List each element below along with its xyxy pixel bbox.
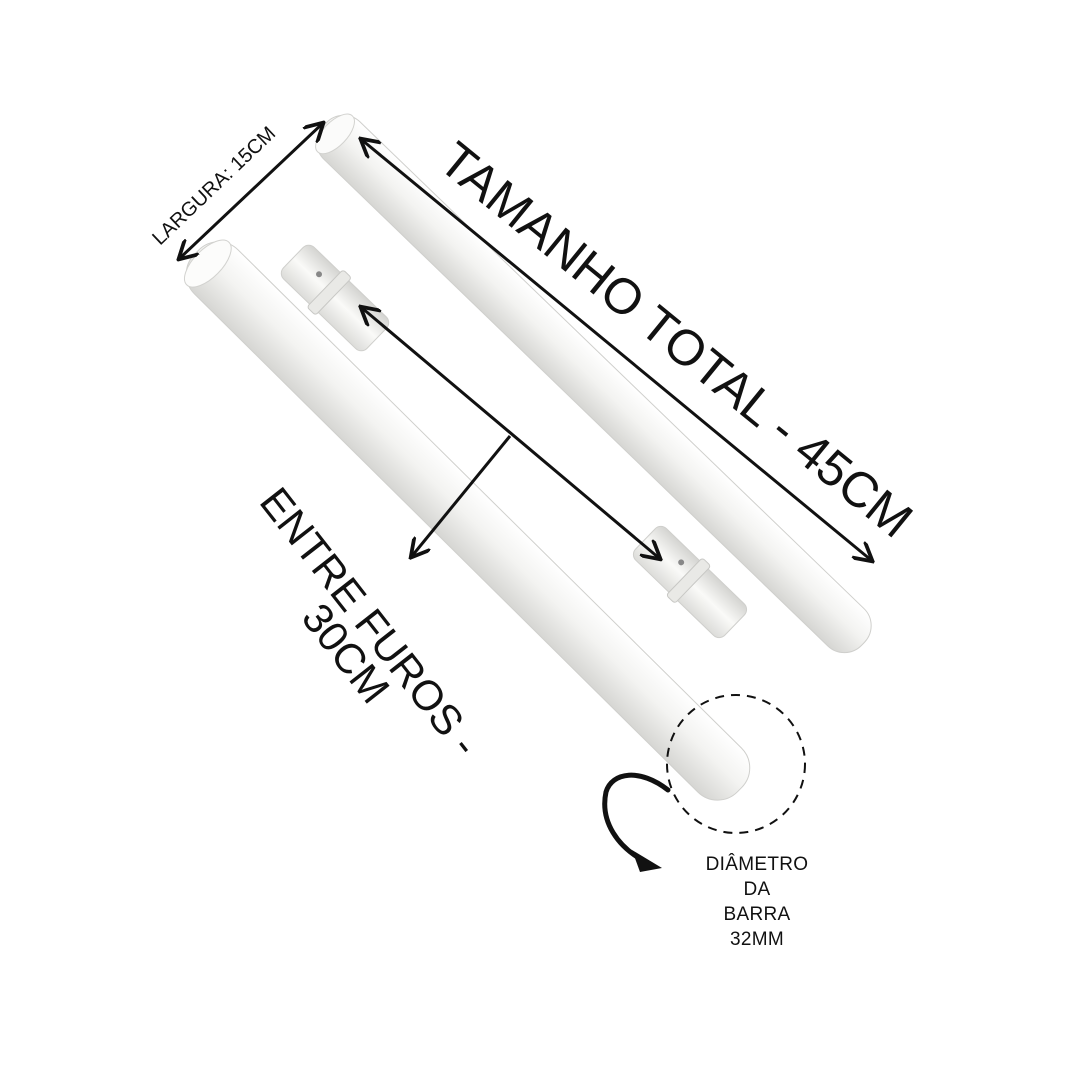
width-label: LARGURA: 15CM — [148, 123, 280, 250]
between-holes-leader — [412, 435, 512, 556]
diameter-label: DIÂMETRO DA BARRA 32MM — [690, 852, 824, 952]
diameter-label-line: 32MM — [730, 929, 784, 950]
back-bar — [315, 113, 872, 654]
width-arrow — [180, 124, 322, 258]
diameter-label-line: DA — [743, 879, 771, 900]
diameter-label-line: DIÂMETRO — [705, 854, 809, 875]
between-holes-arrow — [362, 308, 659, 558]
curved-arrow-icon — [602, 772, 671, 867]
diameter-circle — [666, 694, 806, 834]
diameter-label-line: BARRA — [723, 904, 791, 925]
screw-hole-icon — [316, 271, 323, 278]
curved-arrow-head-icon — [632, 850, 662, 872]
